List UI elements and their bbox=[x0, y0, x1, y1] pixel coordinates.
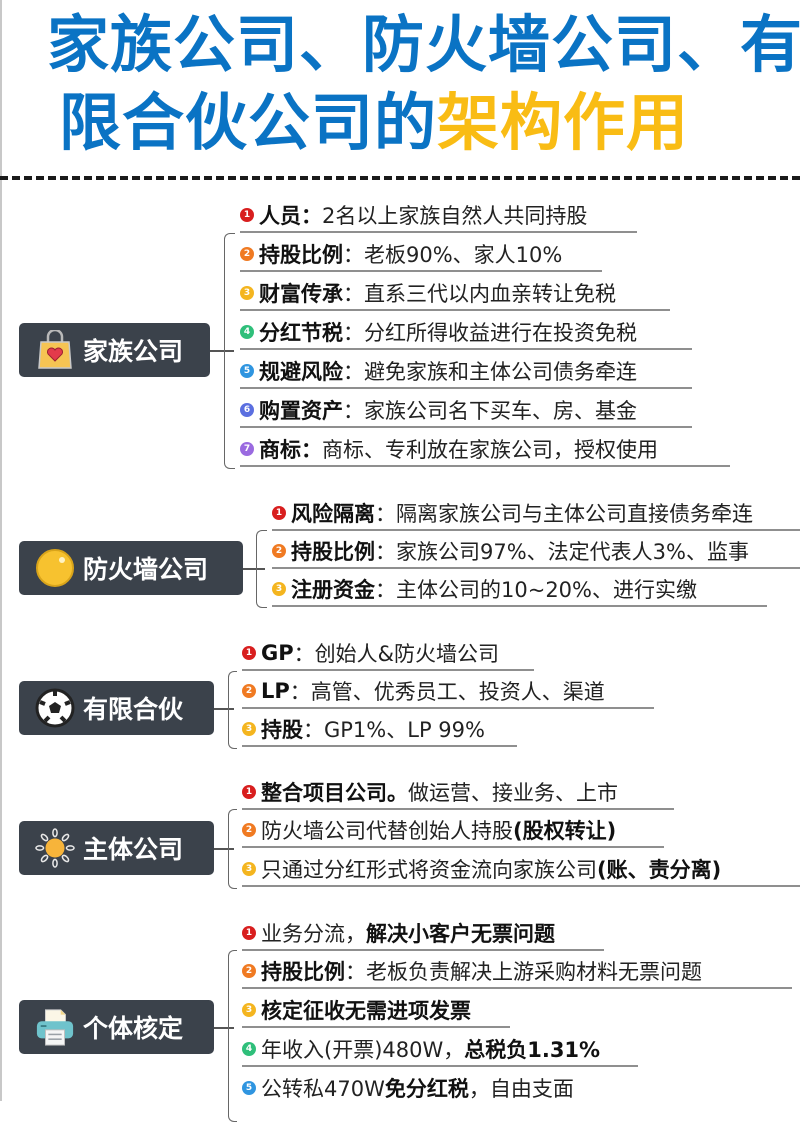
page-title: 家族公司、防火墙公司、有 限合伙公司的架构作用 bbox=[0, 6, 800, 162]
list-item: 2 持股比例：老板负责解决上游采购材料无票问题 bbox=[242, 952, 792, 990]
connector-line bbox=[243, 568, 265, 570]
branch-bracket bbox=[256, 530, 267, 608]
dashed-divider bbox=[0, 176, 800, 180]
list-item: 3 财富传承：直系三代以内血亲转让免税 bbox=[240, 274, 670, 312]
list-item: 3 注册资金：主体公司的10~20%、进行实缴 bbox=[272, 570, 767, 608]
list-item: 2 持股比例：家族公司97%、法定代表人3%、监事 bbox=[272, 532, 800, 570]
number-badge: 1 bbox=[242, 646, 256, 660]
yellow-circle-icon bbox=[35, 548, 75, 588]
number-badge: 4 bbox=[240, 325, 254, 339]
list-item: 2 防火墙公司代替创始人持股(股权转让) bbox=[242, 811, 664, 849]
number-badge: 3 bbox=[272, 582, 286, 596]
list-item: 1 GP：创始人&防火墙公司 bbox=[242, 634, 534, 672]
node-individual-assessment[interactable]: 个体核定 bbox=[19, 1000, 214, 1054]
number-badge: 3 bbox=[242, 1003, 256, 1017]
node-limited-partnership[interactable]: 有限合伙 bbox=[19, 681, 214, 735]
title-line-2-plain: 限合伙公司的 bbox=[58, 86, 437, 159]
left-border bbox=[0, 0, 2, 1101]
node-main-company[interactable]: 主体公司 bbox=[19, 821, 214, 875]
shopping-bag-heart-icon bbox=[35, 330, 75, 370]
node-label: 防火墙公司 bbox=[83, 555, 209, 584]
number-badge: 2 bbox=[240, 247, 254, 261]
title-line-2: 限合伙公司的架构作用 bbox=[0, 84, 800, 162]
list-item: 5 规避风险：避免家族和主体公司债务牵连 bbox=[240, 352, 692, 390]
number-badge: 5 bbox=[240, 364, 254, 378]
node-label: 家族公司 bbox=[83, 337, 184, 366]
soccer-ball-icon bbox=[35, 688, 75, 728]
list-item: 4 分红节税：分红所得收益进行在投资免税 bbox=[240, 313, 692, 351]
list-item: 1 整合项目公司。做运营、接业务、上市 bbox=[242, 773, 674, 811]
number-badge: 3 bbox=[240, 286, 254, 300]
connector-line bbox=[214, 708, 234, 710]
branch-bracket bbox=[224, 233, 235, 469]
connector-line bbox=[214, 1027, 234, 1029]
branch-bracket bbox=[228, 950, 237, 1122]
number-badge: 1 bbox=[240, 208, 254, 222]
number-badge: 7 bbox=[240, 442, 254, 456]
number-badge: 4 bbox=[242, 1042, 256, 1056]
list-item: 7 商标：商标、专利放在家族公司，授权使用 bbox=[240, 430, 730, 468]
number-badge: 1 bbox=[242, 785, 256, 799]
list-item: 3 只通过分红形式将资金流向家族公司(账、责分离) bbox=[242, 850, 800, 888]
number-badge: 1 bbox=[242, 926, 256, 940]
connector-line bbox=[214, 848, 234, 850]
branch-bracket bbox=[228, 809, 237, 889]
number-badge: 2 bbox=[242, 823, 256, 837]
printer-icon bbox=[35, 1007, 75, 1047]
list-item: 3 核定征收无需进项发票 bbox=[242, 991, 510, 1029]
list-item: 1 风险隔离：隔离家族公司与主体公司直接债务牵连 bbox=[272, 494, 800, 532]
branch-bracket bbox=[228, 671, 237, 749]
number-badge: 2 bbox=[242, 964, 256, 978]
connector-line bbox=[210, 350, 234, 352]
number-badge: 3 bbox=[242, 862, 256, 876]
list-item: 2 持股比例：老板90%、家人10% bbox=[240, 235, 602, 273]
node-label: 有限合伙 bbox=[83, 695, 184, 724]
sun-icon bbox=[35, 828, 75, 868]
list-item: 4 年收入(开票)480W，总税负1.31% bbox=[242, 1030, 638, 1068]
number-badge: 1 bbox=[272, 506, 286, 520]
number-badge: 2 bbox=[242, 684, 256, 698]
number-badge: 3 bbox=[242, 722, 256, 736]
title-line-1: 家族公司、防火墙公司、有 bbox=[46, 8, 800, 81]
title-highlight: 架构作用 bbox=[437, 86, 690, 159]
number-badge: 2 bbox=[272, 544, 286, 558]
node-firewall-company[interactable]: 防火墙公司 bbox=[19, 541, 243, 595]
node-label: 主体公司 bbox=[83, 835, 184, 864]
number-badge: 5 bbox=[242, 1081, 256, 1095]
list-item: 2 LP：高管、优秀员工、投资人、渠道 bbox=[242, 672, 654, 710]
node-family-company[interactable]: 家族公司 bbox=[19, 323, 210, 377]
list-item: 1 业务分流，解决小客户无票问题 bbox=[242, 914, 604, 952]
number-badge: 6 bbox=[240, 403, 254, 417]
list-item: 1 人员：2名以上家族自然人共同持股 bbox=[240, 196, 637, 234]
list-item: 3 持股：GP1%、LP 99% bbox=[242, 710, 517, 748]
node-label: 个体核定 bbox=[83, 1014, 184, 1043]
list-item: 6 购置资产：家族公司名下买车、房、基金 bbox=[240, 391, 692, 429]
